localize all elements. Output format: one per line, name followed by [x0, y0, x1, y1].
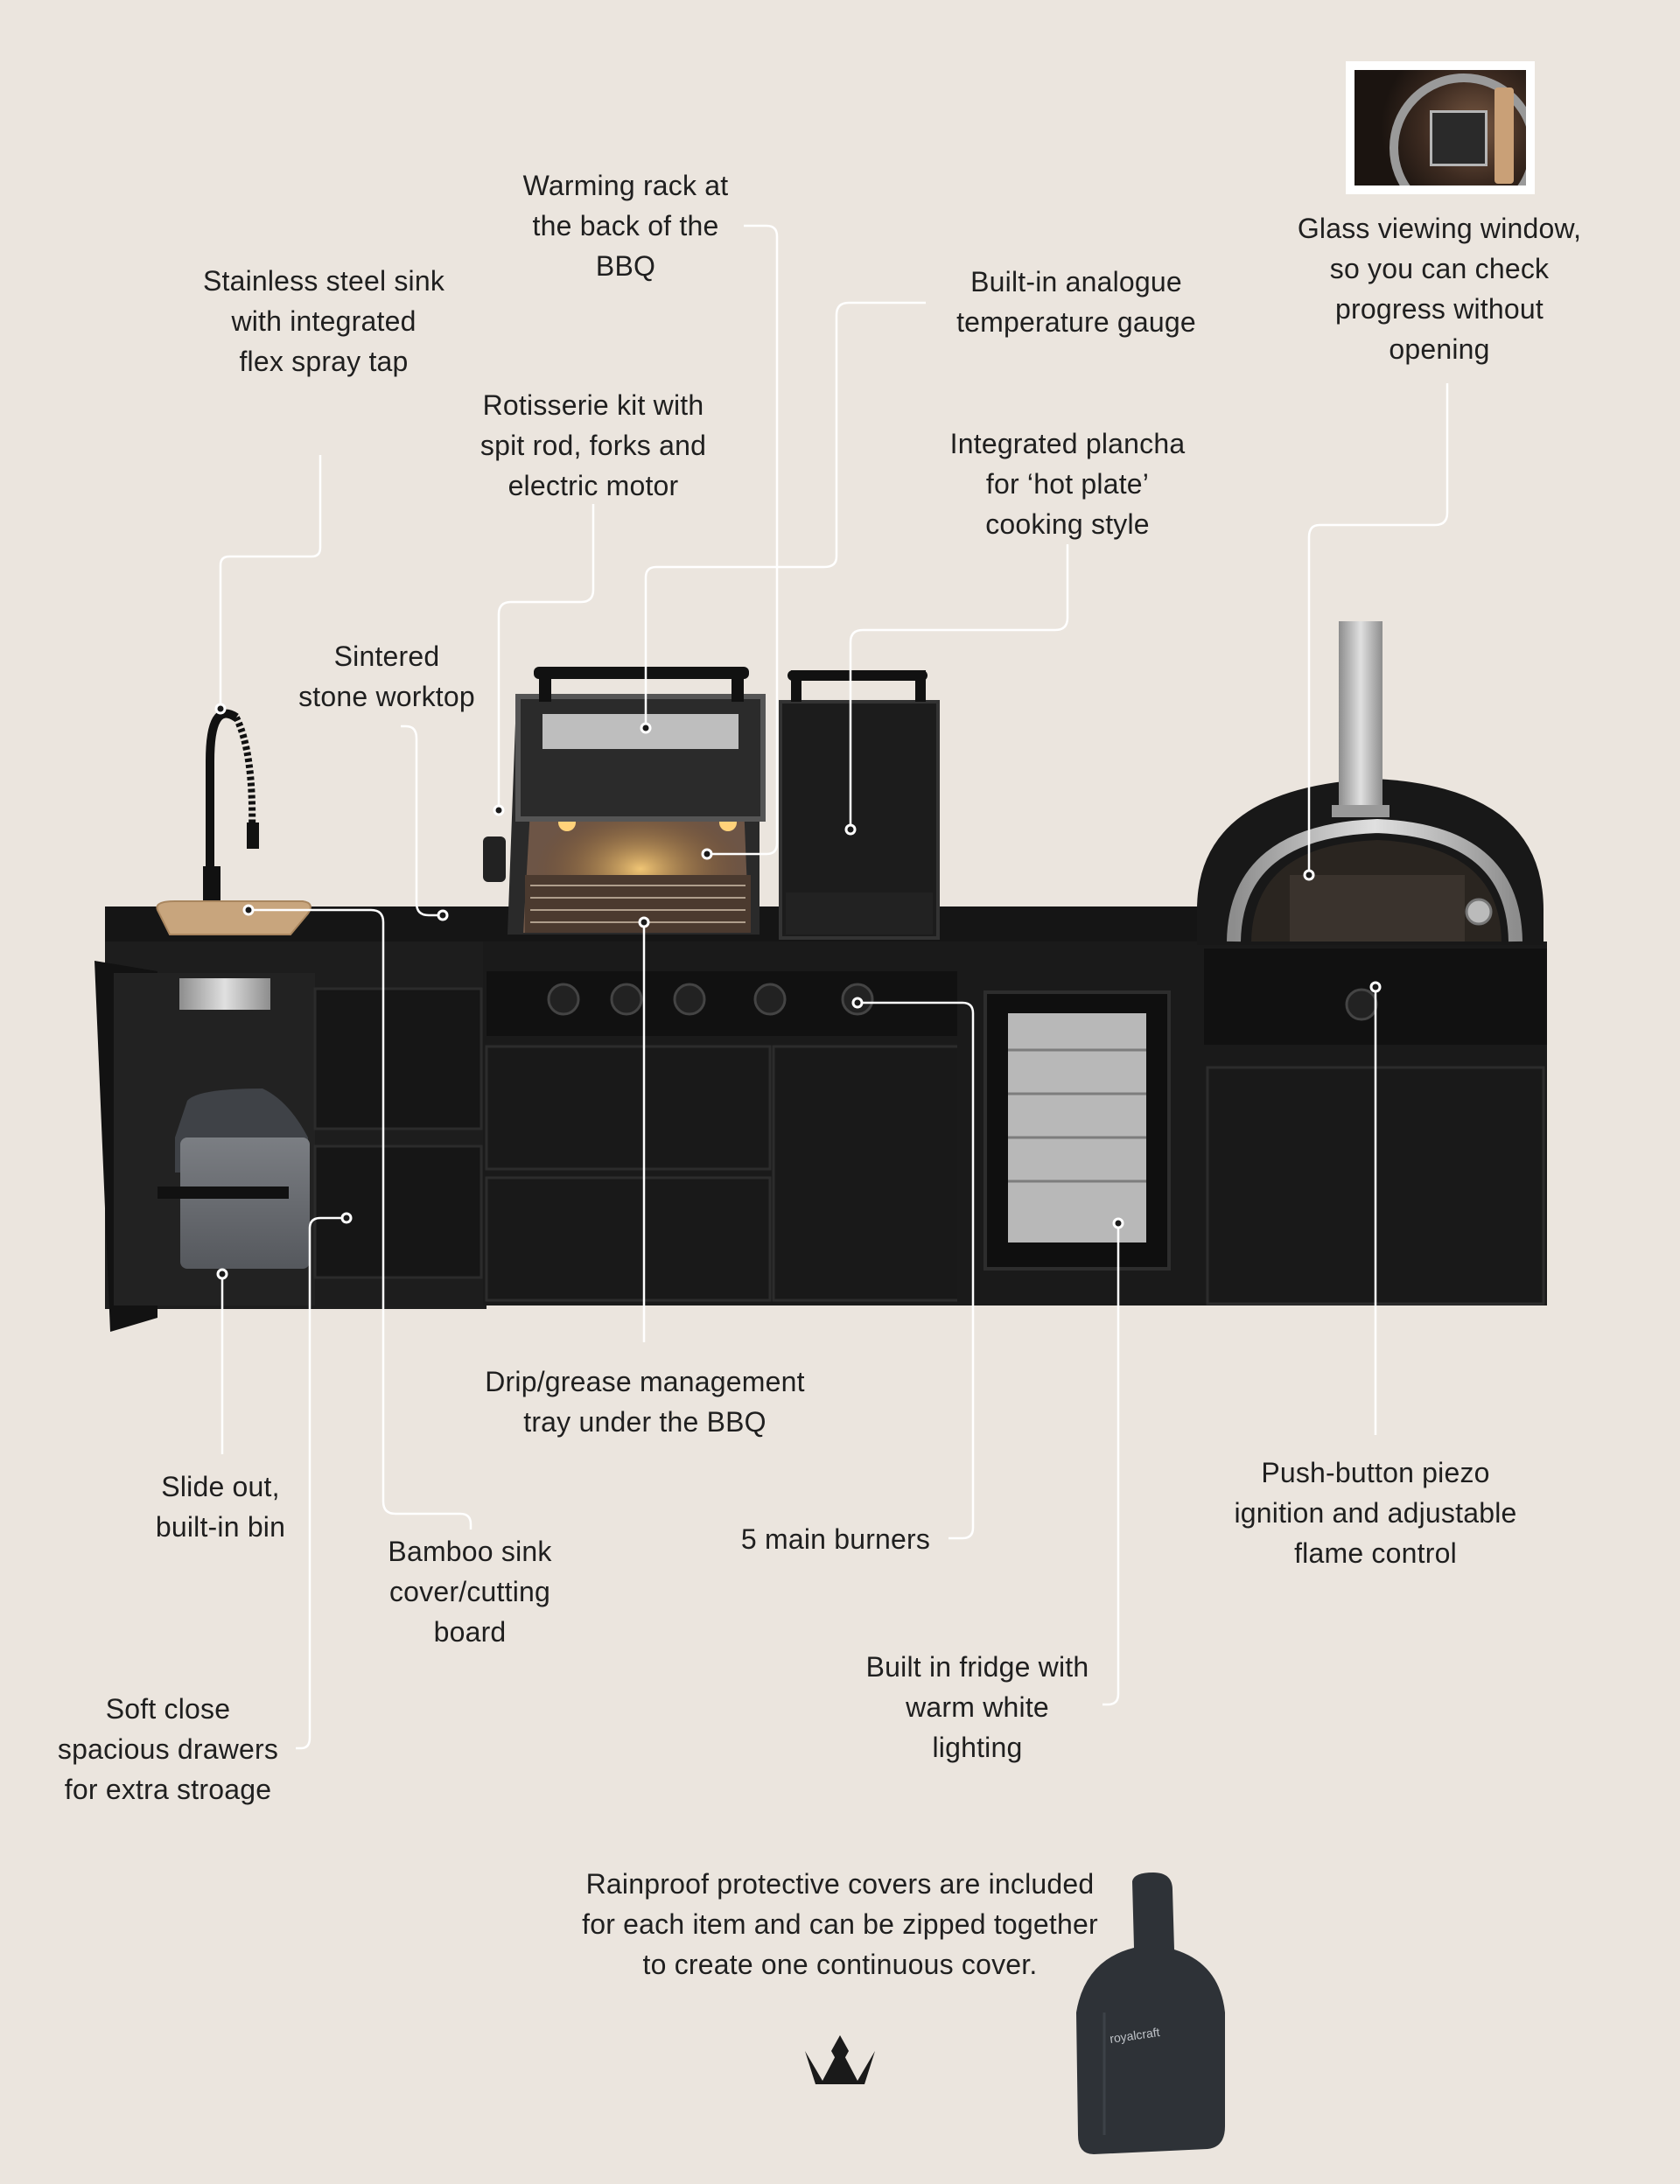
label-bin: Slide out, built-in bin: [155, 1471, 286, 1543]
line-drawers-marker: [340, 1212, 353, 1224]
label-fridge: Built in fridge with warm white lighting: [865, 1651, 1089, 1763]
line-bamboo: [248, 908, 472, 1530]
label-gauge: Built-in analogue temperature gauge: [956, 266, 1196, 338]
line-worktop-marker: [437, 909, 449, 921]
line-warming: [707, 224, 779, 856]
line-drawers: [296, 1216, 346, 1750]
line-drip-marker: [638, 916, 650, 928]
label-piezo: Push-button piezo ignition and adjustabl…: [1234, 1457, 1517, 1569]
crown-logo-icon: [805, 2035, 875, 2084]
oven-window-photo: [1346, 61, 1535, 194]
line-window-marker: [1303, 869, 1315, 881]
fridge-unit: [957, 906, 1204, 1306]
label-covers: Rainproof protective covers are included…: [582, 1868, 1098, 1980]
line-plancha-marker: [844, 823, 857, 836]
line-gauge-marker: [640, 722, 652, 734]
line-bamboo-marker: [242, 904, 255, 916]
sink-cabinet: [94, 709, 486, 1332]
line-rotisserie: [497, 504, 595, 810]
line-fridge: [1102, 1223, 1120, 1706]
label-warming-rack: Warming rack at the back of the BBQ: [522, 170, 729, 282]
wooden-handle: [1494, 88, 1514, 184]
line-piezo-marker: [1369, 981, 1382, 993]
rain-cover-illustration: [1076, 1872, 1225, 2154]
line-bin-marker: [216, 1268, 228, 1280]
label-rotisserie: Rotisserie kit with spit rod, forks and …: [480, 389, 707, 501]
line-rotisserie-marker: [493, 804, 505, 816]
line-sink-marker: [214, 703, 227, 715]
plancha-unit: [779, 670, 940, 940]
label-bamboo: Bamboo sink cover/cutting board: [388, 1536, 552, 1648]
label-sink: Stainless steel sink with integrated fle…: [202, 265, 445, 377]
line-warming-marker: [701, 848, 713, 860]
label-worktop: Sintered stone worktop: [298, 640, 475, 712]
glass-window-icon: [1430, 110, 1488, 166]
label-drip: Drip/grease management tray under the BB…: [485, 1366, 805, 1438]
label-burners: 5 main burners: [740, 1523, 931, 1555]
line-gauge: [644, 301, 926, 728]
line-worktop: [401, 724, 443, 917]
line-sink: [219, 455, 322, 709]
label-drawers: Soft close spacious drawers for extra st…: [57, 1693, 279, 1805]
line-plancha: [849, 544, 1069, 830]
line-window: [1307, 383, 1449, 875]
line-burners: [858, 1001, 975, 1540]
label-plancha: Integrated plancha for ‘hot plate’ cooki…: [949, 428, 1186, 540]
line-burners-marker: [851, 997, 864, 1009]
oven-door-ring: [1390, 74, 1526, 186]
label-window: Glass viewing window, so you can check p…: [1297, 213, 1582, 365]
line-fridge-marker: [1112, 1217, 1124, 1229]
